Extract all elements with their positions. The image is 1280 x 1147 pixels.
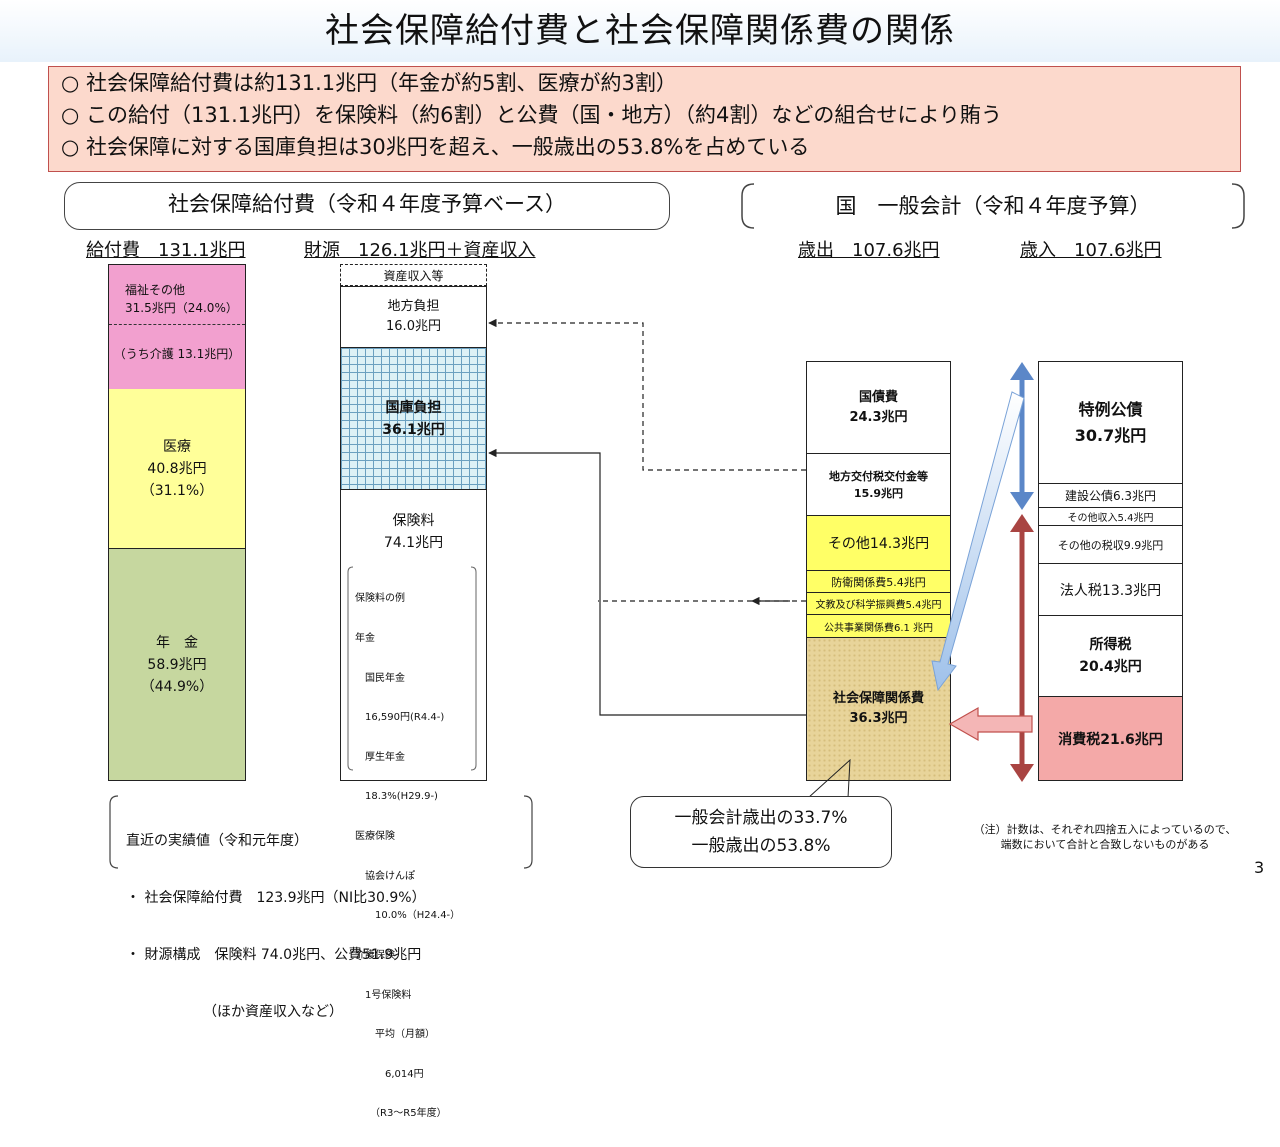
other-income-segment: その他収入5.4兆円 [1038,508,1183,526]
pension-segment: 年 金 58.9兆円 （44.9%） [108,549,246,781]
local-allocation-value: 15.9兆円 [853,486,904,500]
debt-service-name: 国債費 [858,389,898,405]
blue-arrow-down-icon [1010,492,1034,510]
summary-line: ○ 社会保障給付費は約131.1兆円（年金が約5割、医療が約3割） [61,71,677,95]
page-title: 社会保障給付費と社会保障関係費の関係 [0,0,1280,62]
welfare-name: 福祉その他 [125,283,186,297]
care-label: （うち介護 13.1兆円） [113,347,241,361]
example-line: 厚生年金 [355,751,405,763]
social-security-segment: 社会保障関係費 36.3兆円 [806,638,951,781]
summary-box: ○ 社会保障給付費は約131.1兆円（年金が約5割、医療が約3割） ○ この給付… [48,66,1241,172]
sources-header: 財源 126.1兆円＋資産収入 [304,240,536,261]
example-line: 年金 [355,633,375,645]
local-burden-name: 地方負担 [387,299,440,314]
expenditure-header: 歳出 107.6兆円 [798,240,940,261]
example-line: 医療保険 [355,831,395,843]
asset-income-segment: 資産収入等 [340,264,487,286]
premium-value: 74.1兆円 [383,535,444,551]
callout-line: 一般歳出の53.8% [691,836,831,856]
actuals-line: ・ 社会保障給付費 123.9兆円（NI比30.9%） [126,890,426,906]
footnote-line: 端数において合計と合致しないものがある [1000,838,1210,851]
welfare-value: 31.5兆円（24.0%） [125,301,238,315]
callout-box: 一般会計歳出の33.7% 一般歳出の53.8% [630,796,892,868]
example-line: 16,590円(R4.4-) [355,712,445,724]
example-line: 国民年金 [355,672,405,684]
actuals-line: （ほか資産収入など） [126,1004,343,1020]
medical-pct: （31.1%） [140,482,214,499]
benefits-header: 給付費 131.1兆円 [86,240,246,261]
social-security-value: 36.3兆円 [849,711,908,726]
social-security-name: 社会保障関係費 [832,691,924,706]
national-burden-name: 国庫負担 [385,399,442,416]
welfare-label: 福祉その他 31.5兆円（24.0%） [125,281,238,317]
page-number: 3 [1254,858,1265,877]
right-section-title: 国 一般会計（令和４年度予算） [835,194,1151,218]
national-burden-arrow [488,448,806,716]
example-line: 18.3%(H29.9-) [355,791,438,803]
income-tax-name: 所得税 [1089,637,1132,653]
example-line: 協会けんぽ [355,870,415,882]
example-line: 保険料の例 [355,593,405,605]
red-arrow-up-icon [1010,514,1034,532]
footnote: （注）計数は、それぞれ四捨五入によっているので、 端数において合計と合致しないも… [970,822,1240,852]
medical-segment: 医療 40.8兆円 （31.1%） [108,389,246,549]
actuals-line: ・ 財源構成 保険料 74.0兆円、公費51.9兆円 [126,947,422,963]
care-divider [109,324,245,325]
consumption-tax-segment: 消費税21.6兆円 [1038,697,1183,781]
special-bond-segment: 特例公債 30.7兆円 [1038,361,1183,484]
pension-pct: （44.9%） [140,678,214,695]
corporate-tax-segment: 法人税13.3兆円 [1038,564,1183,616]
actuals-block: 直近の実績値（令和元年度） ・ 社会保障給付費 123.9兆円（NI比30.9%… [126,794,426,1041]
welfare-segment: 福祉その他 31.5兆円（24.0%） （うち介護 13.1兆円） [108,264,246,390]
local-allocation-segment: 地方交付税交付金等 15.9兆円 [806,454,951,516]
examples-bracket [347,566,477,771]
special-bond-value: 30.7兆円 [1074,425,1147,445]
other-expenditure-segment: その他14.3兆円 [806,516,951,571]
example-line: （R3～R5年度） [355,1108,447,1120]
consumption-arrow-icon [948,706,1033,742]
actuals-bracket-left [109,795,119,869]
summary-line: ○ 社会保障に対する国庫負担は30兆円を超え、一般歳出の53.8%を占めている [61,135,810,159]
premium-name: 保険料 [392,513,435,529]
bracket-shape [741,183,1245,229]
summary-line: ○ この給付（131.1兆円）を保険料（約6割）と公費（国・地方）（約4割）など… [61,103,1002,127]
education-segment: 文教及び科学振興費5.4兆円 [806,593,951,615]
national-burden-segment: 国庫負担 36.1兆円 [340,348,487,490]
right-section-header: 国 一般会計（令和４年度予算） [738,182,1248,230]
local-burden-segment: 地方負担 16.0兆円 [340,286,487,348]
left-section-header: 社会保障給付費（令和４年度予算ベース） [64,182,670,230]
defense-segment: 防衛関係費5.4兆円 [806,571,951,593]
local-burden-value: 16.0兆円 [386,319,441,334]
special-bond-name: 特例公債 [1078,399,1143,419]
footnote-line: （注）計数は、それぞれ四捨五入によっているので、 [973,823,1237,836]
debt-service-value: 24.3兆円 [849,409,908,425]
actuals-line: 直近の実績値（令和元年度） [126,833,308,849]
medical-name: 医療 [163,438,191,455]
actuals-bracket-right [523,795,533,869]
connector-layer [109,318,1034,869]
other-tax-segment: その他の税収9.9兆円 [1038,526,1183,564]
callout-line: 一般会計歳出の33.7% [674,808,848,828]
income-tax-segment: 所得税 20.4兆円 [1038,616,1183,697]
blue-arrow-up-icon [1010,362,1034,380]
pension-name: 年 金 [156,634,198,651]
medical-value: 40.8兆円 [147,460,207,477]
construction-bond-segment: 建設公債6.3兆円 [1038,484,1183,508]
income-tax-value: 20.4兆円 [1079,659,1142,675]
example-line: 6,014円 [355,1068,424,1080]
pension-value: 58.9兆円 [147,656,207,673]
red-arrow-down-icon [1010,764,1034,782]
callout-pointer [807,758,851,799]
revenue-header: 歳入 107.6兆円 [1020,240,1162,261]
diagonal-arrow-icon [931,391,1025,692]
national-burden-value: 36.1兆円 [382,421,445,438]
local-allocation-name: 地方交付税交付金等 [829,469,928,483]
local-burden-arrow [488,318,806,471]
debt-service-segment: 国債費 24.3兆円 [806,361,951,454]
